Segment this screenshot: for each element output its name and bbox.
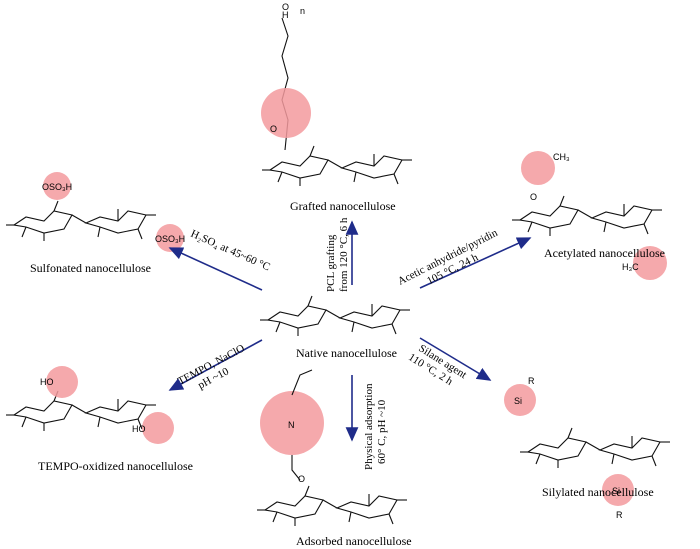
native-label: Native nanocellulose <box>296 346 397 360</box>
sulfuric-conditions: H₂SO₄ at 45~60 °C <box>189 228 272 274</box>
svg-text:R: R <box>616 510 623 520</box>
sulfonated-structure <box>5 200 157 242</box>
grafted-label: Grafted nanocellulose <box>290 199 396 213</box>
svg-text:O: O <box>530 192 537 202</box>
acetyl-highlight-bottom <box>633 246 667 280</box>
svg-text:H₃C: H₃C <box>622 262 639 272</box>
svg-text:Acetic anhydride/pyridin: Acetic anhydride/pyridin <box>396 227 500 288</box>
svg-text:PCL grafting: PCL grafting <box>325 234 337 292</box>
svg-text:OSO₃H: OSO₃H <box>42 182 72 192</box>
acetic-conditions: Acetic anhydride/pyridin 105 °C, 24 h <box>396 227 500 288</box>
pcl-conditions: PCL grafting from 120 °C, 6 h <box>325 217 350 292</box>
svg-text:n: n <box>300 6 305 16</box>
svg-text:O: O <box>298 474 305 484</box>
svg-text:Physical adsorption: Physical adsorption <box>363 383 375 470</box>
quaternary-ammonium-highlight <box>260 391 324 455</box>
arrow-to-tempo <box>168 339 263 391</box>
svg-text:CH₃: CH₃ <box>553 152 570 162</box>
svg-text:R: R <box>528 376 535 386</box>
svg-text:H: H <box>282 10 289 20</box>
svg-text:Si: Si <box>514 396 522 406</box>
tempo-conditions: TEMPO, NaClO pH ~10 <box>176 342 247 391</box>
svg-text:O: O <box>270 124 277 134</box>
svg-text:HO: HO <box>40 377 54 387</box>
sulfonate-highlight-top <box>43 172 71 200</box>
adsorbed-label: Adsorbed nanocellulose <box>296 534 412 548</box>
svg-text:H₂SO₄ at 45~60 °C: H₂SO₄ at 45~60 °C <box>189 228 272 274</box>
pcl-ester-highlight <box>261 88 311 138</box>
arrow-to-silylated <box>419 337 492 381</box>
physical-conditions: Physical adsorption 60° C, pH ~10 <box>363 383 388 470</box>
svg-text:60° C, pH ~10: 60° C, pH ~10 <box>376 399 388 464</box>
svg-text:HO: HO <box>132 424 146 434</box>
silane-highlight-bottom <box>602 474 634 506</box>
arrow-to-acetylated <box>419 237 532 289</box>
sulfonate-highlight-bottom <box>156 224 184 252</box>
acetyl-highlight-top <box>521 151 555 185</box>
silylated-structure <box>519 427 671 469</box>
silane-highlight-top <box>504 384 536 416</box>
acetylated-label: Acetylated nanocellulose <box>544 246 665 260</box>
sulfonated-label: Sulfonated nanocellulose <box>30 261 151 275</box>
silylated-label: Silylated nanocellulose <box>542 485 654 499</box>
arrow-to-sulfonated <box>168 247 263 291</box>
alkyl-chain <box>291 369 313 396</box>
carboxylate-link <box>291 455 301 481</box>
svg-text:Si: Si <box>612 486 620 496</box>
tempo-label: TEMPO-oxidized nanocellulose <box>38 459 193 473</box>
adsorbed-structure <box>256 485 408 527</box>
carboxyl-highlight-bottom <box>142 412 174 444</box>
native-nanocellulose-structure <box>259 295 411 337</box>
carboxyl-highlight-top <box>46 366 78 398</box>
svg-text:from 120 °C, 6 h: from 120 °C, 6 h <box>338 217 350 292</box>
grafted-structure <box>261 145 413 187</box>
svg-text:N: N <box>288 420 295 430</box>
svg-text:O: O <box>282 2 289 12</box>
svg-text:OSO₃H: OSO₃H <box>155 234 185 244</box>
acetylated-structure <box>511 195 663 237</box>
